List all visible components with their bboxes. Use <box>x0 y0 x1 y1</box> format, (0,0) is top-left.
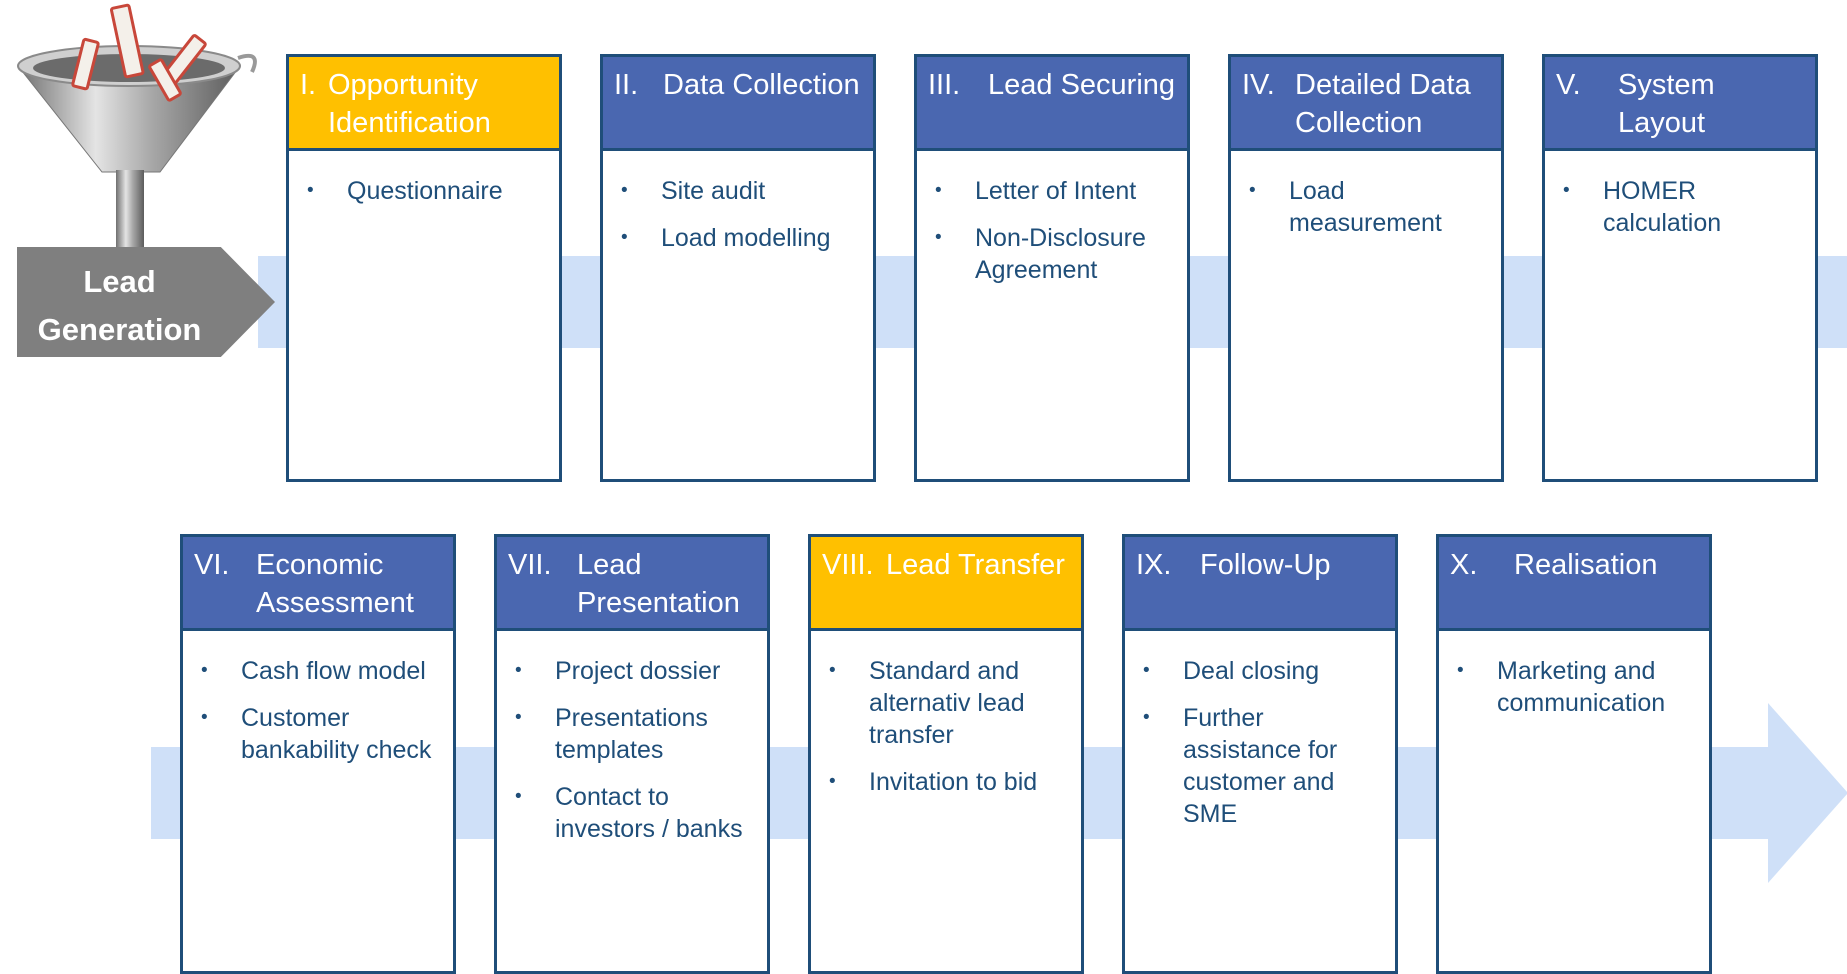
stage-number: V. <box>1556 69 1581 101</box>
stage-economic-assessment: VI. Economic Assessment •Cash flow model… <box>180 534 456 974</box>
stage-number: III. <box>928 69 961 101</box>
stage-bullet: •Invitation to bid <box>829 768 1038 796</box>
stage-bullet: •Project dossier <box>515 657 721 685</box>
stage-lead-presentation: VII. Lead Presentation •Project dossier … <box>494 534 770 974</box>
stage-header: II. Data Collection <box>603 57 873 151</box>
stage-header: X. Realisation <box>1439 537 1709 631</box>
stage-number: VIII. <box>822 549 874 581</box>
stage-bullet: •Load modelling <box>621 224 831 252</box>
stage-bullet: •Standard and alternativ lead transfer <box>829 657 1025 749</box>
stage-bullet: •Further assistance for customer and SME <box>1143 704 1338 828</box>
stage-bullet: •Letter of Intent <box>935 177 1137 205</box>
stage-system-layout: V. System Layout •HOMER calculation <box>1542 54 1818 482</box>
stage-number: VI. <box>194 549 230 581</box>
stage-bullets: •Marketing and communication <box>1457 655 1699 734</box>
stage-bullet: •HOMER calculation <box>1563 177 1722 237</box>
stage-detailed-data-collection: IV. Detailed Data Collection •Load measu… <box>1228 54 1504 482</box>
stage-opportunity-identification: I. Opportunity Identification •Questionn… <box>286 54 562 482</box>
stage-bullets: •Site audit •Load modelling <box>621 175 863 269</box>
stage-number: VII. <box>508 549 552 581</box>
stage-header: III. Lead Securing <box>917 57 1187 151</box>
lead-generation-tab: Lead Generation <box>17 247 275 357</box>
stage-bullets: •Load measurement <box>1249 175 1491 254</box>
stage-header: VI. Economic Assessment <box>183 537 453 631</box>
stage-bullets: •Questionnaire <box>307 175 549 222</box>
stage-number: I. <box>300 69 317 101</box>
stage-bullet: •Deal closing <box>1143 657 1320 685</box>
stage-number: X. <box>1450 549 1478 581</box>
stage-title: Realisation <box>1514 549 1658 581</box>
stage-bullets: •Letter of Intent •Non-Disclosure Agreem… <box>935 175 1177 301</box>
stage-bullet: •Site audit <box>621 177 766 205</box>
stage-bullet: •Presentations templates <box>515 704 708 764</box>
stage-bullet: •Cash flow model <box>201 657 426 685</box>
stage-bullets: •Project dossier •Presentations template… <box>515 655 757 860</box>
stage-bullets: •Standard and alternativ lead transfer •… <box>829 655 1071 813</box>
stage-lead-securing: III. Lead Securing •Letter of Intent •No… <box>914 54 1190 482</box>
stage-bullet: •Customer bankability check <box>201 704 432 764</box>
stage-header: V. System Layout <box>1545 57 1815 151</box>
stage-bullet: •Marketing and communication <box>1457 657 1666 717</box>
stage-realisation: X. Realisation •Marketing and communicat… <box>1436 534 1712 974</box>
stage-title: Lead Presentation <box>577 549 740 619</box>
stage-header: IV. Detailed Data Collection <box>1231 57 1501 151</box>
stage-title: Detailed Data Collection <box>1295 69 1471 139</box>
stage-data-collection: II. Data Collection •Site audit •Load mo… <box>600 54 876 482</box>
stage-follow-up: IX. Follow-Up •Deal closing •Further ass… <box>1122 534 1398 974</box>
funnel-icon <box>16 3 257 252</box>
stage-bullet: •Questionnaire <box>307 177 503 205</box>
stage-lead-transfer: VIII. Lead Transfer •Standard and altern… <box>808 534 1084 974</box>
stage-title: Economic Assessment <box>256 549 414 619</box>
stage-header: VII. Lead Presentation <box>497 537 767 631</box>
stage-title: Lead Securing <box>988 69 1176 101</box>
lead-generation-line1: Lead <box>83 264 156 299</box>
stage-title: Follow-Up <box>1200 549 1331 581</box>
stage-header: IX. Follow-Up <box>1125 537 1395 631</box>
stage-bullets: •Deal closing •Further assistance for cu… <box>1143 655 1385 845</box>
stage-bullet: •Contact to investors / banks <box>515 783 743 843</box>
stage-title: Data Collection <box>663 69 860 101</box>
stage-title: System Layout <box>1618 69 1715 139</box>
stage-title: Opportunity Identification <box>328 69 491 139</box>
stage-number: II. <box>614 69 639 101</box>
stage-bullet: •Load measurement <box>1249 177 1442 237</box>
stage-bullets: •HOMER calculation <box>1563 175 1805 254</box>
stage-header: VIII. Lead Transfer <box>811 537 1081 631</box>
stage-header: I. Opportunity Identification <box>289 57 559 151</box>
stage-title: Lead Transfer <box>886 549 1065 581</box>
stage-bullets: •Cash flow model •Customer bankability c… <box>201 655 443 781</box>
stage-number: IV. <box>1242 69 1275 101</box>
stage-bullet: •Non-Disclosure Agreement <box>935 224 1146 284</box>
stage-number: IX. <box>1136 549 1172 581</box>
process-arrow-head <box>1768 703 1847 883</box>
lead-generation-line2: Generation <box>37 312 202 347</box>
